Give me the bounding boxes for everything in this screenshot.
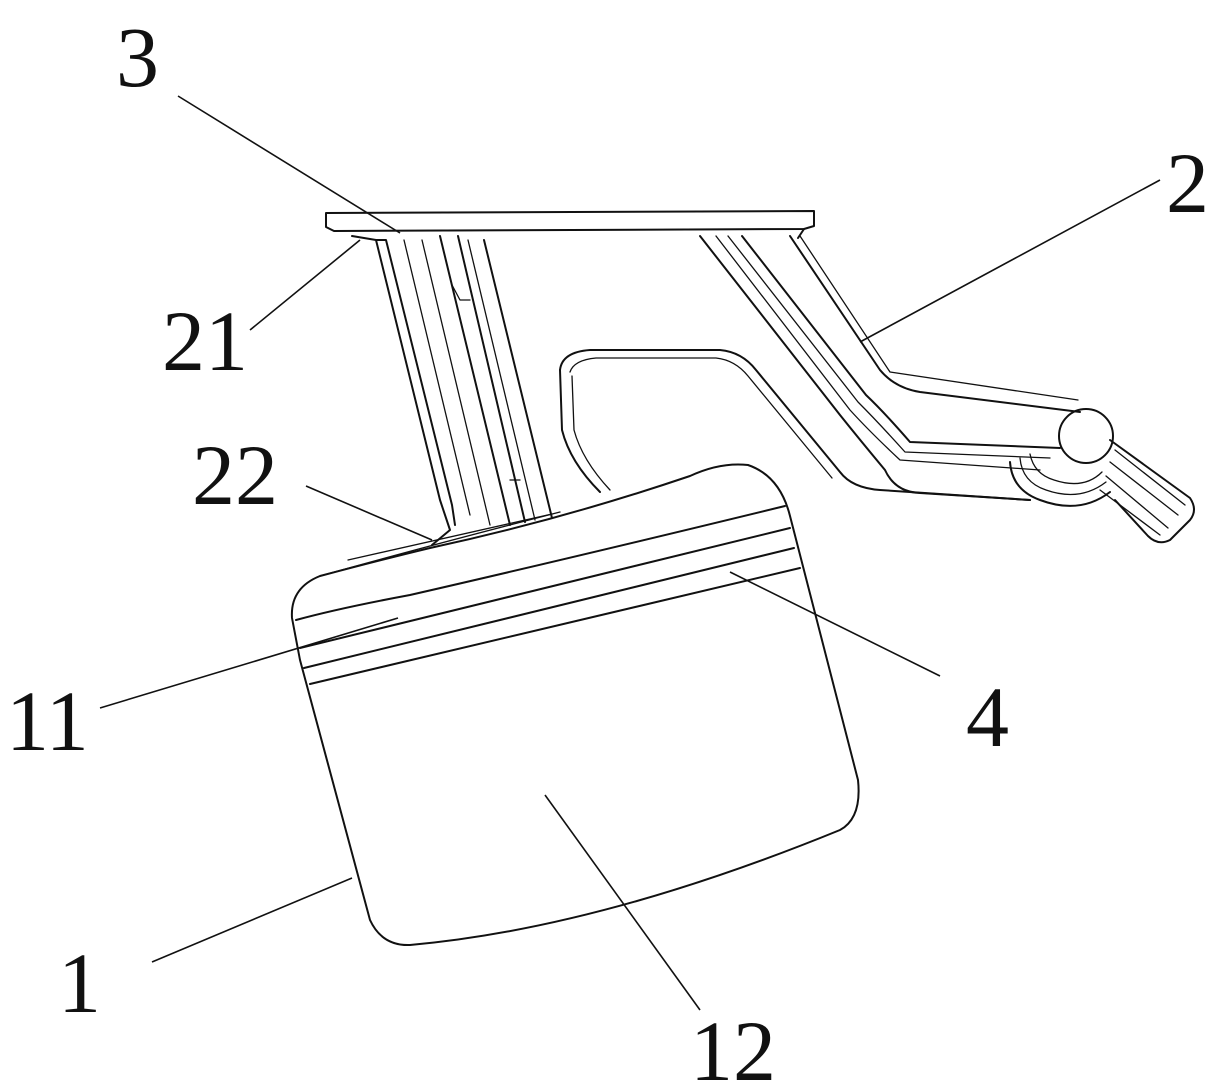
top-plate <box>325 210 815 232</box>
label-21: 21 <box>162 293 248 389</box>
left-support-column <box>351 235 553 546</box>
label-11: 11 <box>6 673 89 769</box>
leader-22 <box>305 485 433 541</box>
label-2: 2 <box>1166 135 1209 231</box>
leader-lines <box>99 95 1161 1011</box>
reference-numerals: 3 2 21 22 11 4 1 12 <box>6 9 1209 1091</box>
right-arm <box>699 228 1081 501</box>
main-body <box>290 463 860 947</box>
leader-1 <box>151 877 353 963</box>
label-3: 3 <box>116 9 159 105</box>
leader-11 <box>99 617 399 709</box>
leader-12 <box>544 794 701 1011</box>
label-22: 22 <box>192 427 278 523</box>
label-12: 12 <box>690 1003 776 1091</box>
leader-21 <box>249 239 361 331</box>
leader-2 <box>859 179 1161 343</box>
label-4: 4 <box>966 669 1009 765</box>
leader-3 <box>177 95 401 234</box>
leader-4 <box>729 571 941 677</box>
arm-window <box>559 349 1031 501</box>
arm-knob <box>1009 408 1195 544</box>
label-1: 1 <box>58 935 101 1031</box>
